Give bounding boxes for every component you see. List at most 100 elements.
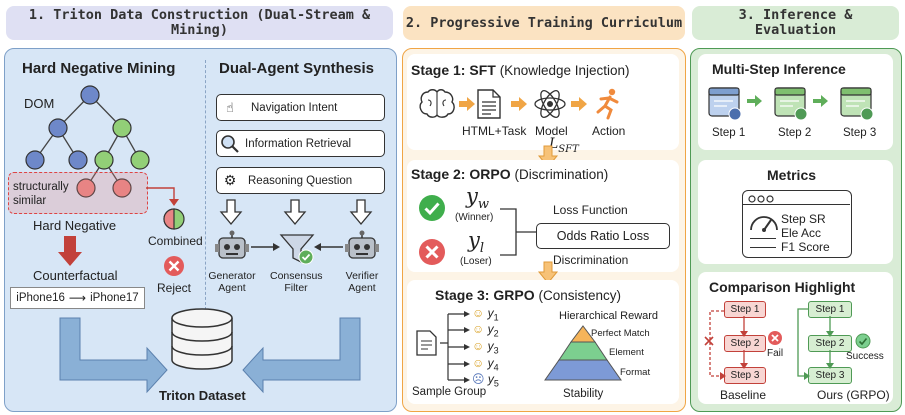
ours-step2-label: Step 2 <box>815 338 845 349</box>
action-label: Action <box>592 124 626 138</box>
database-icon <box>171 308 233 370</box>
navigation-intent-label: Navigation Intent <box>251 101 338 114</box>
metric-ele-acc: Ele Acc <box>781 226 822 240</box>
metric-f1-score: F1 Score <box>781 240 830 254</box>
comparison-title: Comparison Highlight <box>709 279 856 295</box>
sample-y3: ☺ y3 <box>472 339 499 355</box>
odds-ratio-label: Odds Ratio Loss <box>556 229 650 243</box>
triton-dataset-label: Triton Dataset <box>159 388 246 403</box>
y3-sub: 3 <box>493 345 499 356</box>
lsft-label: LSFT <box>549 136 579 155</box>
cross-icon <box>419 239 445 265</box>
model-label: Model <box>535 124 568 138</box>
y1-sub: 1 <box>493 312 499 323</box>
baseline-label: Baseline <box>720 388 767 402</box>
runner-icon <box>596 88 619 120</box>
sample-tree-lines <box>440 311 470 383</box>
header-inference-line1: 3. Inference & <box>738 7 853 23</box>
gears-icon: ⚙ <box>223 172 237 188</box>
success-icon <box>855 333 871 349</box>
yl-main: y <box>468 228 480 252</box>
gauge-lines <box>750 238 776 248</box>
generator-line1: Generator <box>208 270 256 282</box>
header-training-curriculum: 2. Progressive Training Curriculum <box>403 6 685 40</box>
ours-label: Ours (GRPO) <box>817 388 890 402</box>
header-data-construction-text: 1. Triton Data Construction (Dual-Stream… <box>28 7 371 38</box>
smiley-icon: ☺ <box>472 306 485 320</box>
ours-arrows <box>797 308 834 380</box>
perfect-match-label: Perfect Match <box>591 328 650 339</box>
msi-title: Multi-Step Inference <box>712 61 846 77</box>
y3-main: y <box>487 339 494 353</box>
fail-icon <box>768 331 782 345</box>
magnifier-icon <box>221 134 239 153</box>
discrimination-label: Discrimination <box>553 253 629 267</box>
structurally-similar-box <box>8 172 148 214</box>
lsft-main: L <box>549 136 559 152</box>
y5-main: y <box>487 372 494 386</box>
element-label: Element <box>609 347 644 358</box>
iphone-to: iPhone17 <box>90 292 139 304</box>
stage-arrow-2 <box>537 261 559 284</box>
yw-symbol: yw <box>466 184 489 212</box>
y4-main: y <box>487 356 494 370</box>
dual-agent-synthesis-title: Dual-Agent Synthesis <box>219 60 375 77</box>
yw-sub: w <box>477 197 490 213</box>
y5-sub: 5 <box>493 378 499 389</box>
y2-main: y <box>487 322 494 336</box>
sample-y5: ☹ y5 <box>472 372 499 388</box>
smiley-icon: ☺ <box>472 339 485 353</box>
stage1-title: Stage 1: SFT <box>411 62 496 78</box>
header-inference-line2: Evaluation <box>754 22 837 38</box>
orpo-bracket <box>500 208 536 256</box>
stage3-card <box>407 280 679 404</box>
structurally-line1: structurally <box>13 181 69 193</box>
stage2-title: Stage 2: ORPO <box>411 166 511 182</box>
structurally-similar-label: structurally similar <box>13 180 69 208</box>
window-bar-line <box>742 204 850 205</box>
document-icon <box>477 89 501 119</box>
gauge-icon <box>750 216 778 232</box>
browser-icons <box>708 87 874 121</box>
navigation-intent-box: ☝ Navigation Intent <box>216 94 385 121</box>
lsft-sub: SFT <box>558 143 579 155</box>
y4-sub: 4 <box>493 362 499 373</box>
yl-sub: l <box>479 241 485 257</box>
arrow-right-icon: ⟶ <box>68 291 87 305</box>
msi-step2: Step 2 <box>778 127 812 139</box>
msi-step1: Step 1 <box>712 127 746 139</box>
consensus-line2: Filter <box>284 282 308 294</box>
html-task-label: HTML+Task <box>462 124 527 138</box>
stage1-arrows <box>459 97 587 111</box>
hierarchical-reward-label: Hierarchical Reward <box>559 310 659 322</box>
baseline-step1: Step 1 <box>724 301 766 318</box>
stage2-card <box>407 160 679 272</box>
iphone-box: iPhone16 ⟶ iPhone17 <box>10 287 145 309</box>
check-icon <box>419 195 445 221</box>
dom-label: DOM <box>24 96 55 111</box>
combined-arrow <box>146 187 179 206</box>
ours-step3-label: Step 3 <box>815 370 845 381</box>
stage3-subtitle: (Consistency) <box>538 288 622 303</box>
down-arrow-red <box>58 236 82 266</box>
yl-symbol: yl <box>468 228 484 256</box>
yw-main: y <box>466 184 478 208</box>
winner-label: (Winner) <box>455 212 494 223</box>
baseline-arrows <box>704 310 748 380</box>
consensus-line1: Consensus <box>270 270 323 282</box>
pyramid-icon <box>544 325 622 381</box>
verifier-robot-icon <box>345 230 379 259</box>
sample-document-icon <box>416 330 437 356</box>
header-inference: 3. Inference & Evaluation <box>692 6 899 40</box>
sample-group-label: Sample Group <box>412 386 487 398</box>
hollow-down-arrows <box>219 199 373 226</box>
window-dots <box>748 195 774 203</box>
agent-arrows <box>251 243 343 251</box>
smiley-icon: ☺ <box>472 356 485 370</box>
stability-label: Stability <box>563 388 604 400</box>
loser-label: (Loser) <box>460 256 492 267</box>
